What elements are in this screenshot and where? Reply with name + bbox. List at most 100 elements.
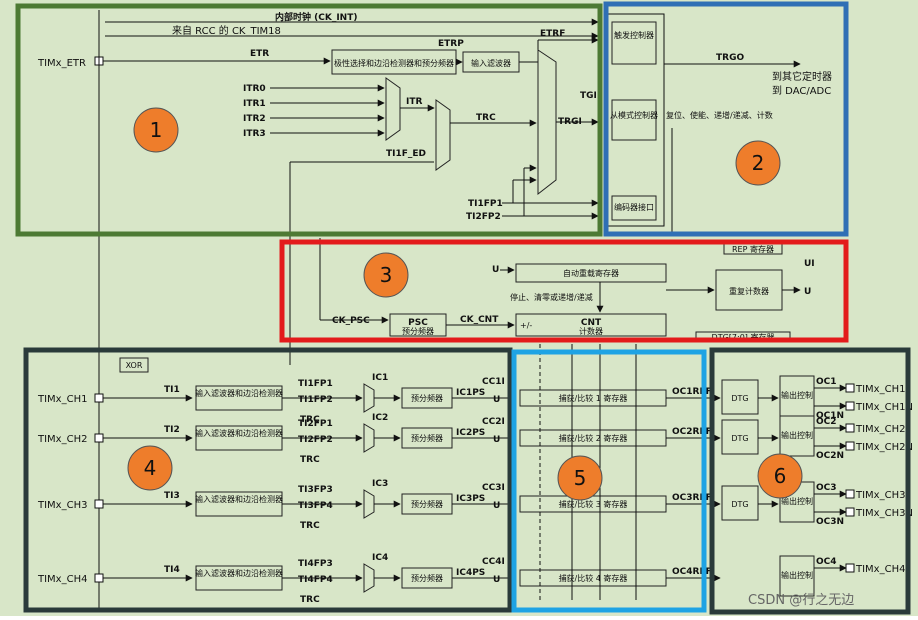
dtg-label: DTG [731,434,748,443]
stop-clear-label: 停止、清零或递增/递减 [510,292,593,302]
ck-int-label: 内部时钟 (CK_INT) [275,11,357,23]
ck-psc-label: CK_PSC [332,316,370,326]
ocref-label: OC1REF [672,387,712,397]
channel-pin [94,433,104,443]
ocref-label: OC4REF [672,567,712,577]
dtg-block [721,419,759,455]
out-pin [845,489,855,499]
itr2-label: ITR2 [243,114,266,124]
itr-inputs: ITR0 ITR1 ITR2 ITR3 [243,84,385,139]
filter-edge-block [195,425,283,451]
ic-label: IC1 [372,373,388,383]
region-2-controllers: 触发控制器 从模式控制器 编码器接口 TRGO 到其它定时器 到 DAC/ADC… [607,13,832,236]
region-6-frame [709,347,911,615]
capture-compare-label: 捕获/比较 4 寄存器 [559,573,628,583]
ic-label: IC4 [372,553,388,563]
ic-mux [363,423,375,453]
ps-label: IC2PS [456,428,485,438]
dtg-register-label: DTG[7:0] 寄存器 [712,332,775,342]
itr-bus-label: ITR [406,97,422,107]
u-label: U [493,575,500,585]
reset-enable-label: 复位、使能、递增/递减、计数 [666,110,773,120]
repetition-counter [715,269,783,311]
to-other-timer-label: 到其它定时器 [772,70,832,83]
slave-controller-block [611,99,657,141]
trgi-label: TRGI [558,117,582,127]
out-pin-label: TIMx_CH3 [855,490,905,501]
prescaler-label: 预分频器 [411,573,443,583]
ti-label: TI2 [164,425,180,435]
trigger-controller-label: 触发控制器 [614,30,654,40]
channel-pin [94,573,104,583]
outn-pin-label: TIMx_CH1N [855,402,913,413]
ic-mux [363,489,375,519]
cci-label: CC4I [482,557,505,567]
cci-label: CC3I [482,483,505,493]
ti1fp1-label: TI1FP1 [468,199,503,209]
fp-b-label: TI1FP2 [298,395,333,405]
cnt-block [515,313,667,337]
filter-edge-label: 输入滤波器和边沿检测器 [195,568,283,578]
slave-controller-label: 从模式控制器 [610,110,658,120]
outn-pin-label: TIMx_CH2N [855,442,913,453]
fp-a-label: TI3FP3 [298,485,333,495]
ic-label: IC2 [372,413,388,423]
out-pin-label: TIMx_CH4 [855,564,905,575]
oc-label: OC3 [816,483,837,493]
region-1-badge: 1 [150,118,163,142]
filter-edge-label: 输入滤波器和边沿检测器 [195,428,283,438]
watermark: CSDN @行之无边 [748,593,854,608]
itr3-label: ITR3 [243,129,266,139]
filter-edge-label: 输入滤波器和边沿检测器 [195,388,283,398]
output-control-label: 输出控制 [781,430,813,440]
u-label: U [493,395,500,405]
psc-label: PSC [408,318,428,328]
region-2-badge: 2 [752,151,765,175]
dtg-label: DTG [731,500,748,509]
psc-sub-label: 预分频器 [402,326,434,336]
cci-label: CC1I [482,377,505,387]
fp-a-label: TI2FP1 [298,419,333,429]
fp-b-label: TI3FP4 [298,501,333,511]
ti1f-ed-label: TI1F_ED [386,149,426,159]
etr-input-filter-label: 输入滤波器 [471,58,511,68]
rep-u-label: U [804,287,811,297]
output-control-label: 输出控制 [781,390,813,400]
ti-label: TI3 [164,491,180,501]
filter-edge-block [195,565,283,591]
ui-label: UI [804,259,815,269]
fp-a-label: TI1FP1 [298,379,333,389]
trc-label: TRC [476,113,496,123]
cci-label: CC2I [482,417,505,427]
encoder-interface-label: 编码器接口 [614,202,654,212]
region-2-frame [603,1,849,237]
region-5-frame [511,349,707,613]
dtg-block [721,485,759,521]
cnt-sub-label: 计数器 [579,326,603,336]
u-label: U [493,501,500,511]
out-pin-label: TIMx_CH1 [855,384,905,395]
out-pin [845,563,855,573]
ocn-label: OC2N [816,451,844,461]
capture-compare-label: 捕获/比较 1 寄存器 [559,393,628,403]
trgi-mux [537,49,557,196]
ocn-label: OC3N [816,517,844,527]
region-4-frame [23,347,513,613]
ps-label: IC3PS [456,494,485,504]
prescaler-label: 预分频器 [411,433,443,443]
oc-label: OC1 [816,377,837,387]
ocref-label: OC2REF [672,427,712,437]
region-badges: 1 2 3 4 5 6 [127,107,803,501]
channel-pin-label: TIMx_CH2 [37,434,87,445]
region-4-badge: 4 [144,456,157,480]
filter-edge-block [195,491,283,517]
ps-label: IC1PS [456,388,485,398]
trc-label: TRC [300,415,320,425]
outn-pin [845,441,855,451]
oc-label: OC2 [816,417,837,427]
etrf-label: ETRF [540,29,565,39]
itr-mux [385,77,401,141]
capture-compare-label: 捕获/比较 3 寄存器 [559,499,628,509]
etr-label: ETR [250,49,269,59]
